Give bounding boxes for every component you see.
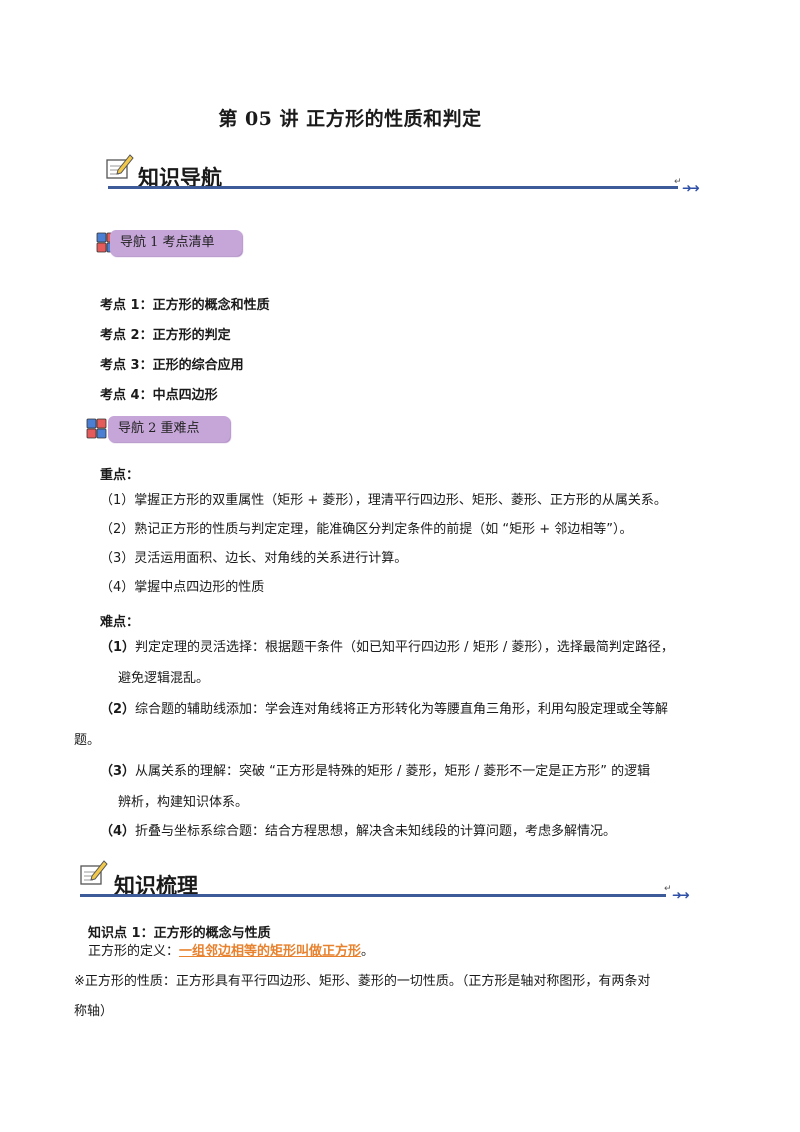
difficult-points-label: 难点： [100,615,140,630]
knowledge-point-title: 知识点 1：正方形的概念与性质 [88,926,271,941]
section-title: 知识梳理 [114,873,198,898]
definition-line: 正方形的定义：一组邻边相等的矩形叫做正方形。 [88,942,374,962]
difficult-point-3: （3）从属关系的理解：突破 “正方形是特殊的矩形 / 菱形，矩形 / 菱形不一定… [100,762,740,782]
difficult-point-num: （3） [100,764,136,779]
notepad-pencil-icon [106,154,134,179]
exam-point-3: 考点 3：正形的综合应用 [100,358,244,373]
difficult-point-2: （2）综合题的辅助线添加：学会连对角线将正方形转化为等腰直角三角形，利用勾股定理… [100,700,740,720]
key-point-3: （3）灵活运用面积、边长、对角线的关系进行计算。 [100,551,408,566]
return-mark: ↵ [674,177,682,187]
return-mark: ↵ [664,884,672,894]
difficult-point-1: （1）判定定理的灵活选择：根据题干条件（如已知平行四边形 / 矩形 / 菱形），… [100,638,740,658]
page-title: 第 05 讲 正方形的性质和判定 [218,108,482,130]
nav-badge-checklist: 导航 1 考点清单 [110,230,242,256]
blocks-icon [86,418,107,439]
notepad-pencil-icon [80,860,108,885]
double-arrow-icon: ➜➜ [672,888,690,902]
key-points-label: 重点： [100,468,140,483]
nav-badge-key-difficult: 导航 2 重难点 [108,416,230,442]
property-line-cont: 称轴） [74,1004,114,1019]
exam-point-4: 考点 4：中点四边形 [100,388,218,403]
definition-suffix: 。 [361,944,375,959]
exam-point-1: 考点 1：正方形的概念和性质 [100,298,270,313]
difficult-point-text: 判定定理的灵活选择：根据题干条件（如已知平行四边形 / 矩形 / 菱形），选择最… [135,640,674,655]
definition-highlight: 一组邻边相等的矩形叫做正方形 [179,944,362,959]
difficult-point-text: 折叠与坐标系综合题：结合方程思想，解决含未知线段的计算问题，考虑多解情况。 [135,824,617,839]
section-rule [108,186,678,189]
key-point-2: （2）熟记正方形的性质与判定定理，能准确区分判定条件的前提（如 “矩形 + 邻边… [100,522,633,537]
exam-point-2: 考点 2：正方形的判定 [100,328,231,343]
key-point-1: （1）掌握正方形的双重属性（矩形 + 菱形），理清平行四边形、矩形、菱形、正方形… [100,493,667,508]
property-line: ※正方形的性质：正方形具有平行四边形、矩形、菱形的一切性质。（正方形是轴对称图形… [74,974,651,989]
difficult-point-1-cont: 避免逻辑混乱。 [118,671,210,686]
double-arrow-icon: ➜➜ [682,181,700,195]
difficult-point-num: （2） [100,702,136,717]
section-header-navigation: 知识导航 ↵ ➜➜ [100,150,710,195]
difficult-point-4: （4）折叠与坐标系综合题：结合方程思想，解决含未知线段的计算问题，考虑多解情况。 [100,822,740,842]
difficult-point-num: （1） [100,640,136,655]
definition-prefix: 正方形的定义： [88,944,180,959]
difficult-point-2-cont: 题。 [74,733,101,748]
difficult-point-num: （4） [100,824,136,839]
section-rule [80,894,666,897]
key-point-4: （4）掌握中点四边形的性质 [100,580,265,595]
difficult-point-text: 从属关系的理解：突破 “正方形是特殊的矩形 / 菱形，矩形 / 菱形不一定是正方… [135,764,651,779]
difficult-point-text: 综合题的辅助线添加：学会连对角线将正方形转化为等腰直角三角形，利用勾股定理或全等… [135,702,669,717]
section-title: 知识导航 [138,165,222,190]
difficult-point-3-cont: 辨析，构建知识体系。 [118,795,249,810]
section-header-review: 知识梳理 ↵ ➜➜ [74,856,704,902]
